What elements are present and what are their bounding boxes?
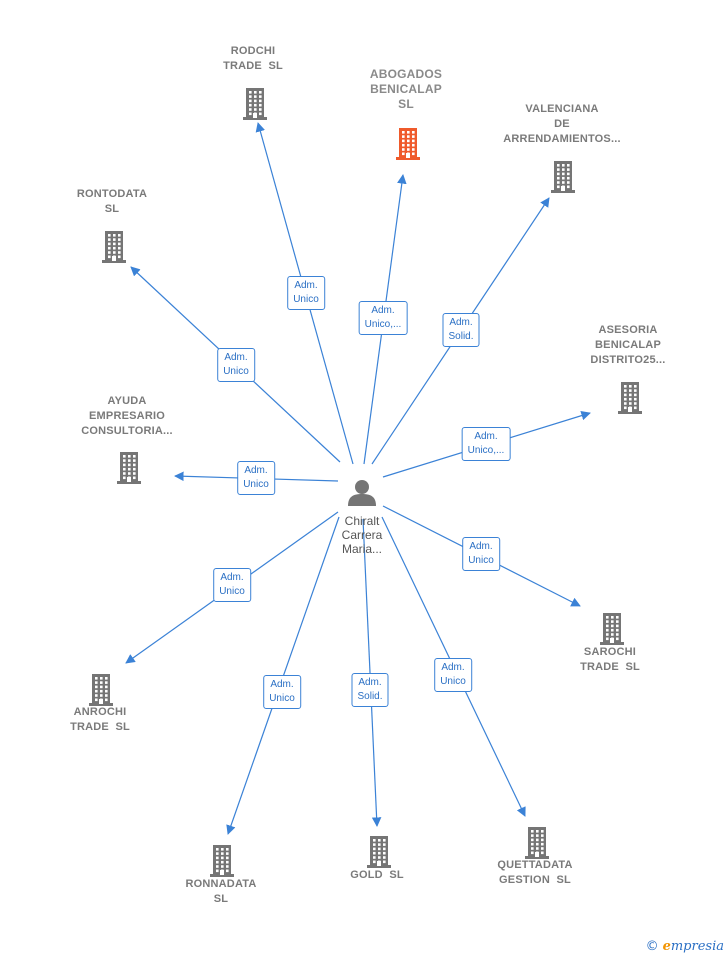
company-label-quettadata[interactable]: QUETTADATA GESTION SL xyxy=(497,859,573,886)
building-icon[interactable] xyxy=(392,126,424,165)
building-icon[interactable] xyxy=(206,843,238,882)
building-icon[interactable] xyxy=(596,611,628,650)
role-tag-gold[interactable]: Adm. Solid. xyxy=(351,673,389,707)
building-icon[interactable] xyxy=(98,229,130,268)
company-label-rontodata[interactable]: RONTODATA SL xyxy=(76,188,148,215)
role-tag-ronnadata[interactable]: Adm. Unico xyxy=(263,675,301,709)
company-label-rodchi[interactable]: RODCHI TRADE SL xyxy=(223,45,283,72)
person-name[interactable]: Chiralt Carrera Maria... xyxy=(341,514,383,556)
role-tag-valenciana[interactable]: Adm. Solid. xyxy=(442,313,480,347)
company-label-sarochi[interactable]: SAROCHI TRADE SL xyxy=(580,646,640,673)
company-label-valenciana[interactable]: VALENCIANA DE ARRENDAMIENTOS... xyxy=(503,103,621,145)
role-tag-quettadata[interactable]: Adm. Unico xyxy=(434,658,472,692)
building-icon[interactable] xyxy=(363,834,395,873)
company-label-ayuda[interactable]: AYUDA EMPRESARIO CONSULTORIA... xyxy=(81,395,173,437)
company-label-asesoria[interactable]: ASESORIA BENICALAP DISTRITO25... xyxy=(590,324,666,366)
company-label-anrochi[interactable]: ANROCHI TRADE SL xyxy=(70,706,130,733)
building-icon[interactable] xyxy=(85,672,117,711)
role-tag-rontodata[interactable]: Adm. Unico xyxy=(217,348,255,382)
company-label-gold[interactable]: GOLD SL xyxy=(350,869,404,881)
role-tag-sarochi[interactable]: Adm. Unico xyxy=(462,537,500,571)
building-icon[interactable] xyxy=(547,159,579,198)
building-icon[interactable] xyxy=(614,380,646,419)
building-icon[interactable] xyxy=(113,450,145,489)
person-icon[interactable] xyxy=(348,480,376,506)
role-tag-rodchi[interactable]: Adm. Unico xyxy=(287,276,325,310)
role-tag-asesoria[interactable]: Adm. Unico,... xyxy=(461,427,511,461)
empresia-logo: ©empresia xyxy=(645,939,724,954)
building-icon[interactable] xyxy=(521,825,553,864)
role-tag-abogados[interactable]: Adm. Unico,... xyxy=(358,301,408,335)
company-label-ronnadata[interactable]: RONNADATA SL xyxy=(185,878,257,905)
role-tag-ayuda[interactable]: Adm. Unico xyxy=(237,461,275,495)
role-tag-anrochi[interactable]: Adm. Unico xyxy=(213,568,251,602)
edge-gold xyxy=(362,518,382,827)
building-icon[interactable] xyxy=(239,86,271,125)
company-label-abogados[interactable]: ABOGADOS BENICALAP SL xyxy=(369,67,443,111)
